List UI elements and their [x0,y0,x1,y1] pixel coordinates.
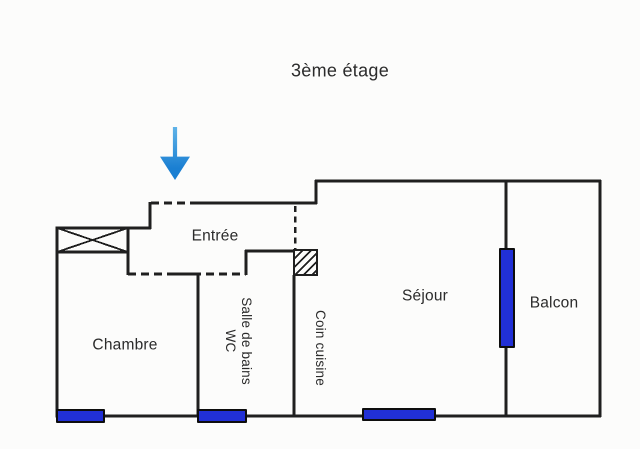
salle-de-bains-line1: Salle de bains [239,297,254,385]
room-label-entree: Entrée [191,227,239,245]
duct-hatched-box [293,249,318,276]
room-label-sejour: Séjour [401,287,449,305]
room-label-salle-de-bains: Salle de bains WC [222,297,254,385]
window-chambre [56,409,105,423]
closet-x-lines [56,227,129,253]
window-salle-de-bains [197,409,247,423]
salle-de-bains-line2: WC [223,329,238,353]
floor-title: 3ème étage [290,60,390,81]
room-label-balcon: Balcon [529,294,579,312]
window-sejour [362,408,436,421]
window-balcon [499,248,515,348]
room-label-chambre: Chambre [92,336,158,354]
solid-walls [55,179,602,418]
room-label-coin-cuisine: Coin cuisine [313,310,328,386]
